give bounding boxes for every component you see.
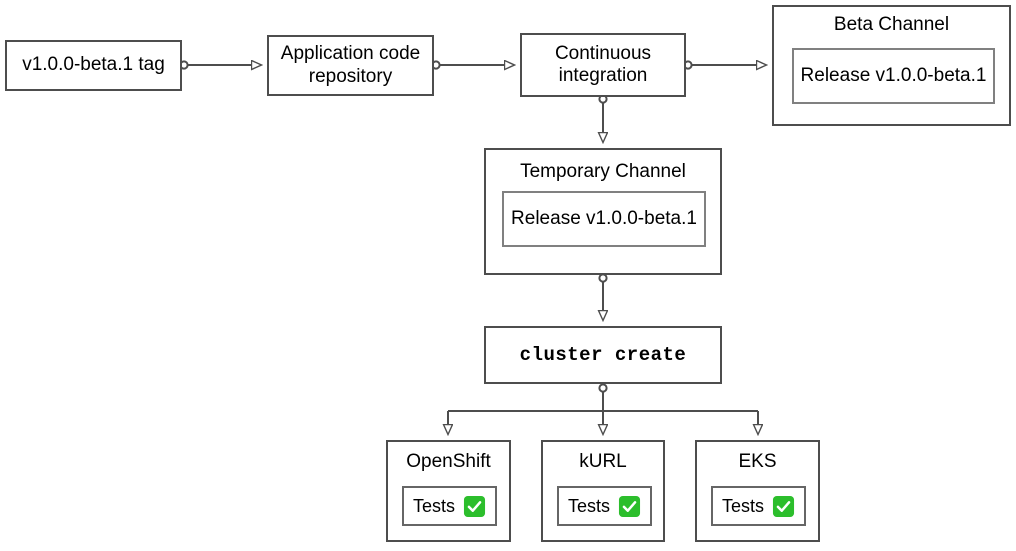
check-mark-button-icon bbox=[463, 495, 486, 518]
node-continuous-integration[interactable]: Continuous integration bbox=[520, 33, 686, 97]
temporary-channel-release-label: Release v1.0.0-beta.1 bbox=[511, 208, 697, 229]
group-target-eks-title: EKS bbox=[738, 451, 777, 472]
node-continuous-integration-label: Continuous integration bbox=[554, 42, 652, 86]
group-target-eks[interactable]: EKS Tests bbox=[695, 440, 820, 542]
openshift-tests-label: Tests bbox=[412, 495, 455, 516]
node-application-code-repository[interactable]: Application code repository bbox=[267, 35, 434, 96]
kurl-tests-label: Tests bbox=[567, 495, 610, 516]
group-target-kurl[interactable]: kURL Tests bbox=[541, 440, 665, 542]
beta-channel-release-box[interactable]: Release v1.0.0-beta.1 bbox=[792, 48, 995, 104]
beta-channel-release-label: Release v1.0.0-beta.1 bbox=[800, 65, 987, 86]
group-target-openshift-title: OpenShift bbox=[406, 451, 491, 472]
group-target-openshift[interactable]: OpenShift Tests bbox=[386, 440, 511, 542]
eks-tests-status[interactable]: Tests bbox=[711, 486, 806, 526]
node-version-tag[interactable]: v1.0.0-beta.1 tag bbox=[5, 40, 182, 91]
check-mark-button-icon bbox=[772, 495, 795, 518]
group-beta-channel-title: Beta Channel bbox=[833, 14, 950, 35]
node-cluster-create[interactable]: cluster create bbox=[484, 326, 722, 384]
node-cluster-create-label: cluster create bbox=[519, 343, 687, 366]
temporary-channel-release-box[interactable]: Release v1.0.0-beta.1 bbox=[502, 191, 706, 247]
group-temporary-channel-title: Temporary Channel bbox=[520, 161, 686, 182]
group-beta-channel[interactable]: Beta Channel Release v1.0.0-beta.1 bbox=[772, 5, 1011, 126]
kurl-tests-status[interactable]: Tests bbox=[557, 486, 652, 526]
openshift-tests-status[interactable]: Tests bbox=[402, 486, 497, 526]
check-mark-button-icon bbox=[618, 495, 641, 518]
group-temporary-channel[interactable]: Temporary Channel Release v1.0.0-beta.1 bbox=[484, 148, 722, 275]
group-target-kurl-title: kURL bbox=[579, 451, 627, 472]
eks-tests-label: Tests bbox=[721, 495, 764, 516]
node-version-tag-label: v1.0.0-beta.1 tag bbox=[22, 54, 165, 76]
node-application-code-repository-label: Application code repository bbox=[280, 43, 421, 87]
